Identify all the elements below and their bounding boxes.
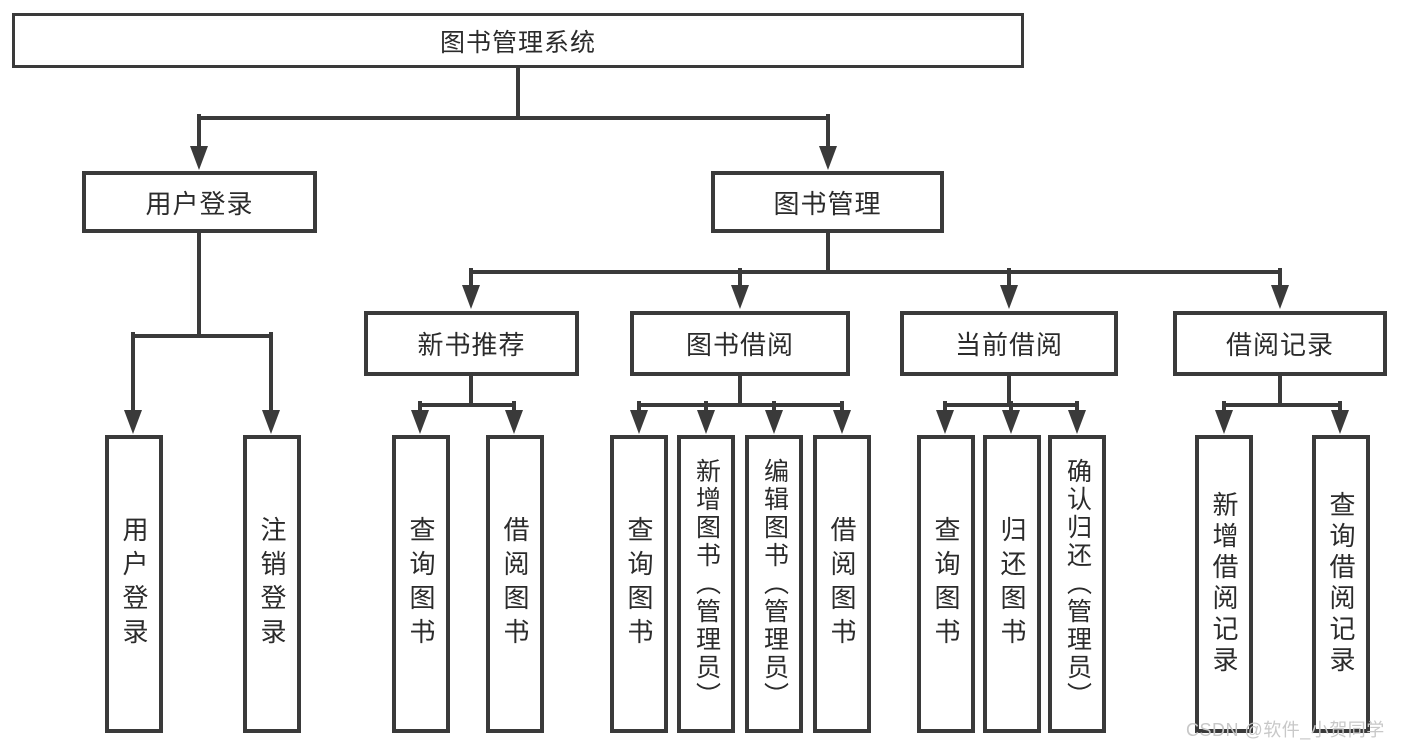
arrowhead-add-book [697,410,715,434]
arrowhead-logout [262,410,280,434]
arrowhead-current [1000,285,1018,309]
arrowhead-borrow2 [833,410,851,434]
arrowhead-edit-book [765,410,783,434]
node-book-management-label: 图书管理 [773,188,882,219]
arrowhead-borrowing [731,285,749,309]
node-root-label: 图书管理系统 [439,28,596,57]
arrowhead-borrow1 [505,410,523,434]
arrowhead-confirm-return [1068,410,1086,434]
node-user-login: 用户登录 [82,171,317,233]
node-current-borrowing: 当前借阅 [900,311,1118,376]
csdn-watermark: CSDN @软件_小贺同学 [1186,720,1385,740]
node-user-login-label: 用户登录 [145,188,254,219]
arrowhead-book-management [819,146,837,170]
arrowhead-search-record [1331,410,1349,434]
node-confirm-return-admin-label: 确认归还（管理员） [1063,458,1092,710]
arrowhead-user-login [190,146,208,170]
node-borrow-book-2-label: 借阅图书 [827,516,857,652]
arrowhead-search3 [936,410,954,434]
node-borrow-records-label: 借阅记录 [1225,330,1334,360]
node-book-borrowing: 图书借阅 [630,311,850,376]
arrowhead-new-book [462,285,480,309]
node-user-login-leaf: 用户登录 [105,435,163,733]
arrowhead-records [1271,285,1289,309]
node-add-book-admin-label: 新增图书（管理员） [692,458,721,710]
node-borrow-book-1: 借阅图书 [486,435,544,733]
node-book-management: 图书管理 [711,171,944,233]
node-search-books-2-label: 查询图书 [624,516,654,652]
node-add-borrow-record-label: 新增借阅记录 [1209,491,1239,677]
node-return-book-label: 归还图书 [997,516,1027,652]
node-search-books-3-label: 查询图书 [931,516,961,652]
node-borrow-book-1-label: 借阅图书 [500,516,530,652]
node-logout-label: 注销登录 [257,516,287,652]
node-confirm-return-admin: 确认归还（管理员） [1048,435,1106,733]
arrowhead-add-record [1215,410,1233,434]
node-book-borrowing-label: 图书借阅 [685,330,794,360]
node-edit-book-admin: 编辑图书（管理员） [745,435,803,733]
node-borrow-book-2: 借阅图书 [813,435,871,733]
node-add-book-admin: 新增图书（管理员） [677,435,735,733]
node-search-borrow-record-label: 查询借阅记录 [1326,491,1356,677]
node-search-books-1: 查询图书 [392,435,450,733]
node-current-borrowing-label: 当前借阅 [954,330,1063,360]
node-add-borrow-record: 新增借阅记录 [1195,435,1253,733]
node-root: 图书管理系统 [12,13,1024,68]
node-search-borrow-record: 查询借阅记录 [1312,435,1370,733]
node-search-books-2: 查询图书 [610,435,668,733]
node-search-books-3: 查询图书 [917,435,975,733]
node-edit-book-admin-label: 编辑图书（管理员） [760,458,789,710]
node-search-books-1-label: 查询图书 [406,516,436,652]
arrowhead-search2 [630,410,648,434]
node-new-book-recommend-label: 新书推荐 [417,330,526,360]
arrowhead-search1 [411,410,429,434]
node-borrow-records: 借阅记录 [1173,311,1387,376]
node-new-book-recommend: 新书推荐 [364,311,579,376]
arrowhead-return-book [1002,410,1020,434]
node-logout: 注销登录 [243,435,301,733]
node-return-book: 归还图书 [983,435,1041,733]
node-user-login-leaf-label: 用户登录 [119,516,149,652]
arrowhead-user-login-leaf [124,410,142,434]
